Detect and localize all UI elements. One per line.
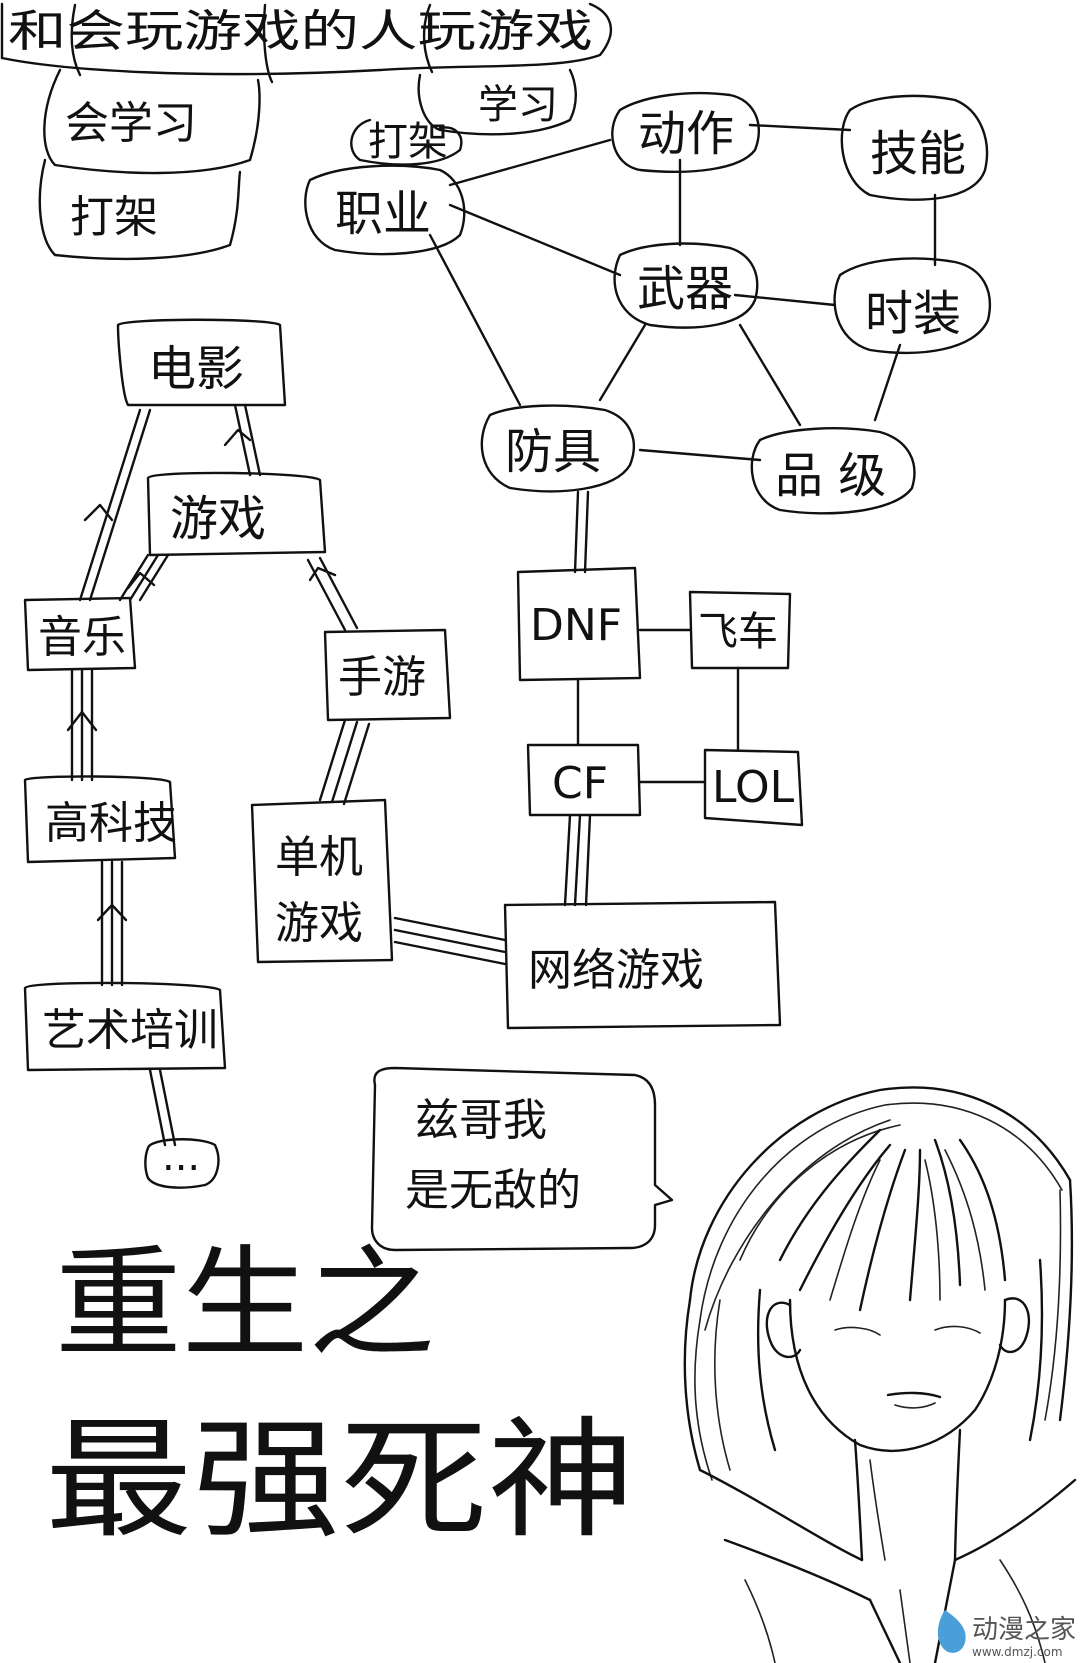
node-shape-pinji — [750, 427, 916, 515]
box-yishu — [23, 981, 227, 1072]
node-shape-zhiye — [304, 164, 466, 256]
box-youxi — [146, 471, 327, 557]
node-ellipsis: ... — [162, 1134, 200, 1180]
box-feiche — [688, 590, 792, 670]
title-block: 重生之 最强死神 — [45, 1235, 635, 1556]
node-fangju: 防具 — [505, 424, 601, 480]
node-shape-wuqi — [613, 242, 759, 329]
watermark-logo-icon — [937, 1610, 966, 1653]
game-list: DNF 飞车 CF LOL 网络游戏 单机 游戏 — [250, 490, 804, 1030]
top-banner: 和会玩游戏的人玩游戏 会学习 打架 学习 打架 — [0, 2, 612, 261]
box-danji — [250, 798, 394, 964]
node-pinji: 品 级 — [775, 448, 886, 504]
speech-bubble: 兹哥我 是无敌的 — [370, 1066, 674, 1252]
box-lol — [703, 748, 804, 827]
banner-node-dajia-right: 打架 — [368, 119, 448, 165]
node-yinyue: 音乐 — [38, 612, 126, 663]
node-youxi: 游戏 — [170, 491, 266, 547]
node-dianying: 电影 — [148, 341, 244, 397]
watermark-brand: 动漫之家 — [972, 1615, 1076, 1645]
node-dnf: DNF — [530, 600, 622, 651]
box-shouyou — [323, 628, 452, 722]
title-line1: 重生之 — [55, 1235, 435, 1374]
node-shape-shizhuang — [833, 257, 992, 355]
node-dongzuo: 动作 — [638, 106, 734, 162]
node-cf: CF — [552, 758, 608, 809]
box-ellipsis — [144, 1138, 220, 1189]
node-zhiye: 职业 — [335, 186, 431, 242]
banner-node-dajia: 打架 — [70, 192, 158, 243]
box-dnf — [516, 566, 642, 682]
box-dianying — [116, 318, 287, 407]
banner-node-xuexi: 会学习 — [65, 98, 197, 149]
mindmap-right: 职业 动作 技能 武器 时装 防具 品 级 — [304, 91, 992, 515]
node-shape-fangju — [480, 404, 635, 493]
node-wuqi: 武器 — [637, 261, 733, 317]
node-danji-line2: 游戏 — [275, 898, 363, 949]
node-feiche: 飞车 — [698, 609, 778, 655]
tech-chain: 电影 游戏 音乐 高科技 艺术培训 — [23, 318, 327, 1189]
bubble-line2: 是无敌的 — [405, 1165, 581, 1216]
node-gaokeji: 高科技 — [45, 798, 177, 849]
watermark: 动漫之家 www.dmzj.com — [937, 1610, 1076, 1659]
box-yinyue — [23, 596, 137, 672]
node-lol: LOL — [712, 762, 795, 813]
box-wangluo — [503, 900, 782, 1030]
node-wangluo: 网络游戏 — [528, 945, 704, 996]
watermark-url: www.dmzj.com — [972, 1645, 1063, 1659]
node-yishu: 艺术培训 — [42, 1005, 218, 1056]
box-cf — [526, 743, 642, 817]
node-shizhuang: 时装 — [865, 286, 961, 342]
node-shape-dongzuo — [611, 91, 760, 173]
node-shape-jineng — [840, 94, 989, 201]
node-danji-line1: 单机 — [275, 832, 363, 883]
node-shouyou: 手游 — [338, 652, 426, 703]
bubble-outline — [370, 1066, 674, 1252]
bubble-line1: 兹哥我 — [415, 1095, 547, 1146]
character-sketch — [683, 1086, 1077, 1663]
title-line2: 最强死神 — [45, 1404, 635, 1556]
banner-node-xuexi-right: 学习 — [478, 82, 558, 128]
banner-line-text: 和会玩游戏的人玩游戏 — [8, 6, 593, 57]
box-gaokeji — [23, 775, 177, 864]
node-jineng: 技能 — [870, 126, 966, 182]
